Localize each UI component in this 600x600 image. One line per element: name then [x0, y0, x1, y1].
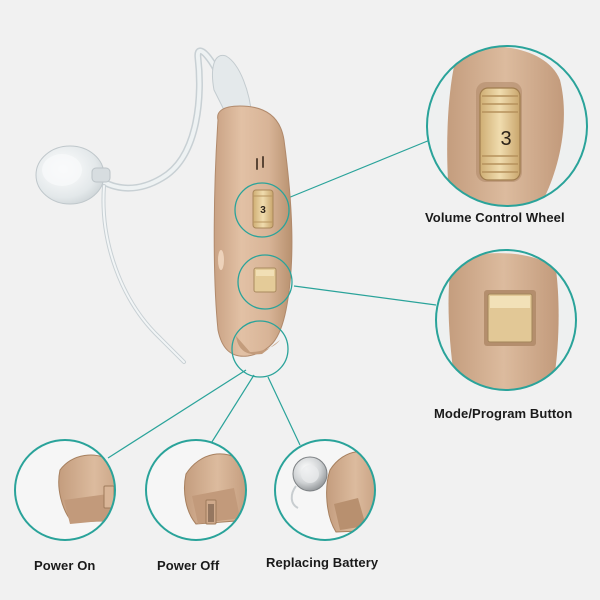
zoom-wheel-digit: 3	[500, 128, 511, 150]
volume-control-wheel-label: Volume Control Wheel	[425, 210, 565, 225]
connector-lines	[107, 139, 437, 459]
zoom-power-on	[14, 439, 116, 541]
zoom-power-off	[145, 439, 247, 541]
power-on-label: Power On	[34, 558, 96, 573]
zoom-volume-wheel: 3	[426, 45, 588, 207]
power-off-label: Power Off	[157, 558, 220, 573]
zoom-replacing-battery	[274, 439, 376, 541]
mode-program-button-label: Mode/Program Button	[434, 406, 573, 421]
hearing-aid-body: 3	[213, 105, 293, 357]
callout-markers	[231, 182, 293, 378]
zoom-mode-button	[435, 249, 577, 391]
wheel-digit: 3	[260, 205, 266, 216]
ear-dome	[35, 145, 111, 205]
replacing-battery-label: Replacing Battery	[266, 555, 379, 570]
